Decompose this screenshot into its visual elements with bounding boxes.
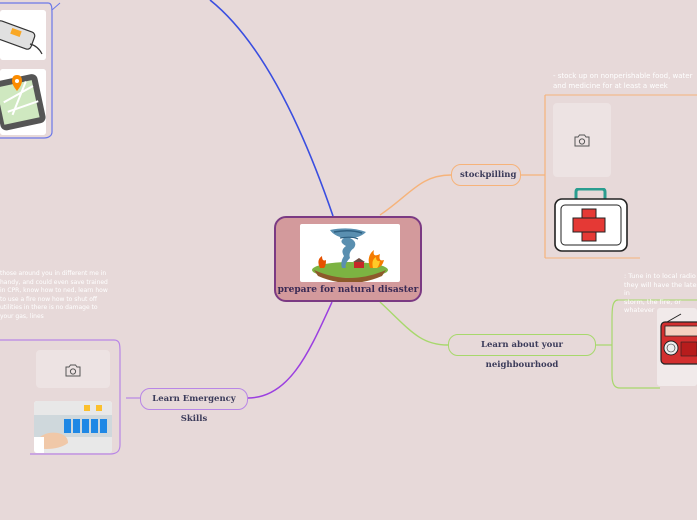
- topic-neighbourhood[interactable]: Learn about your neighbourhood: [448, 334, 596, 370]
- radio-image[interactable]: [657, 308, 697, 386]
- image-placeholder-card[interactable]: [553, 103, 611, 177]
- image-placeholder-card[interactable]: [36, 350, 110, 388]
- skills-note: those around you in different me in hand…: [0, 270, 108, 320]
- neighbourhood-note-line-3: storm, the fire, or whatever: [624, 297, 682, 315]
- power-bank-icon: [0, 10, 46, 60]
- first-aid-kit-icon: [554, 187, 628, 252]
- power-bank-image[interactable]: [0, 10, 46, 60]
- central-label: prepare for natural disaster: [277, 285, 419, 295]
- gps-map-icon: [0, 69, 46, 135]
- neighbourhood-note-line-1: : Tune in to local radio: [624, 272, 696, 280]
- stockpiling-note: - stock up on nonperishable food, water …: [553, 72, 693, 90]
- camera-icon: [574, 134, 590, 147]
- first-aid-kit-image[interactable]: [552, 187, 630, 254]
- neighbourhood-note: : Tune in to local radio they will have …: [624, 272, 697, 315]
- circuit-breaker-icon: [34, 401, 112, 453]
- gps-map-image[interactable]: [0, 69, 46, 135]
- central-topic[interactable]: prepare for natural disaster: [274, 216, 422, 302]
- topic-stockpiling[interactable]: stockpilling: [451, 164, 521, 186]
- disaster-illustration: [300, 224, 400, 282]
- topic-emergency-skills[interactable]: Learn Emergency Skills: [140, 388, 248, 424]
- neighbourhood-note-line-2: they will have the latest in: [624, 280, 697, 298]
- circuit-breaker-image[interactable]: [34, 401, 112, 453]
- radio-icon: [657, 313, 697, 386]
- camera-icon: [65, 364, 81, 377]
